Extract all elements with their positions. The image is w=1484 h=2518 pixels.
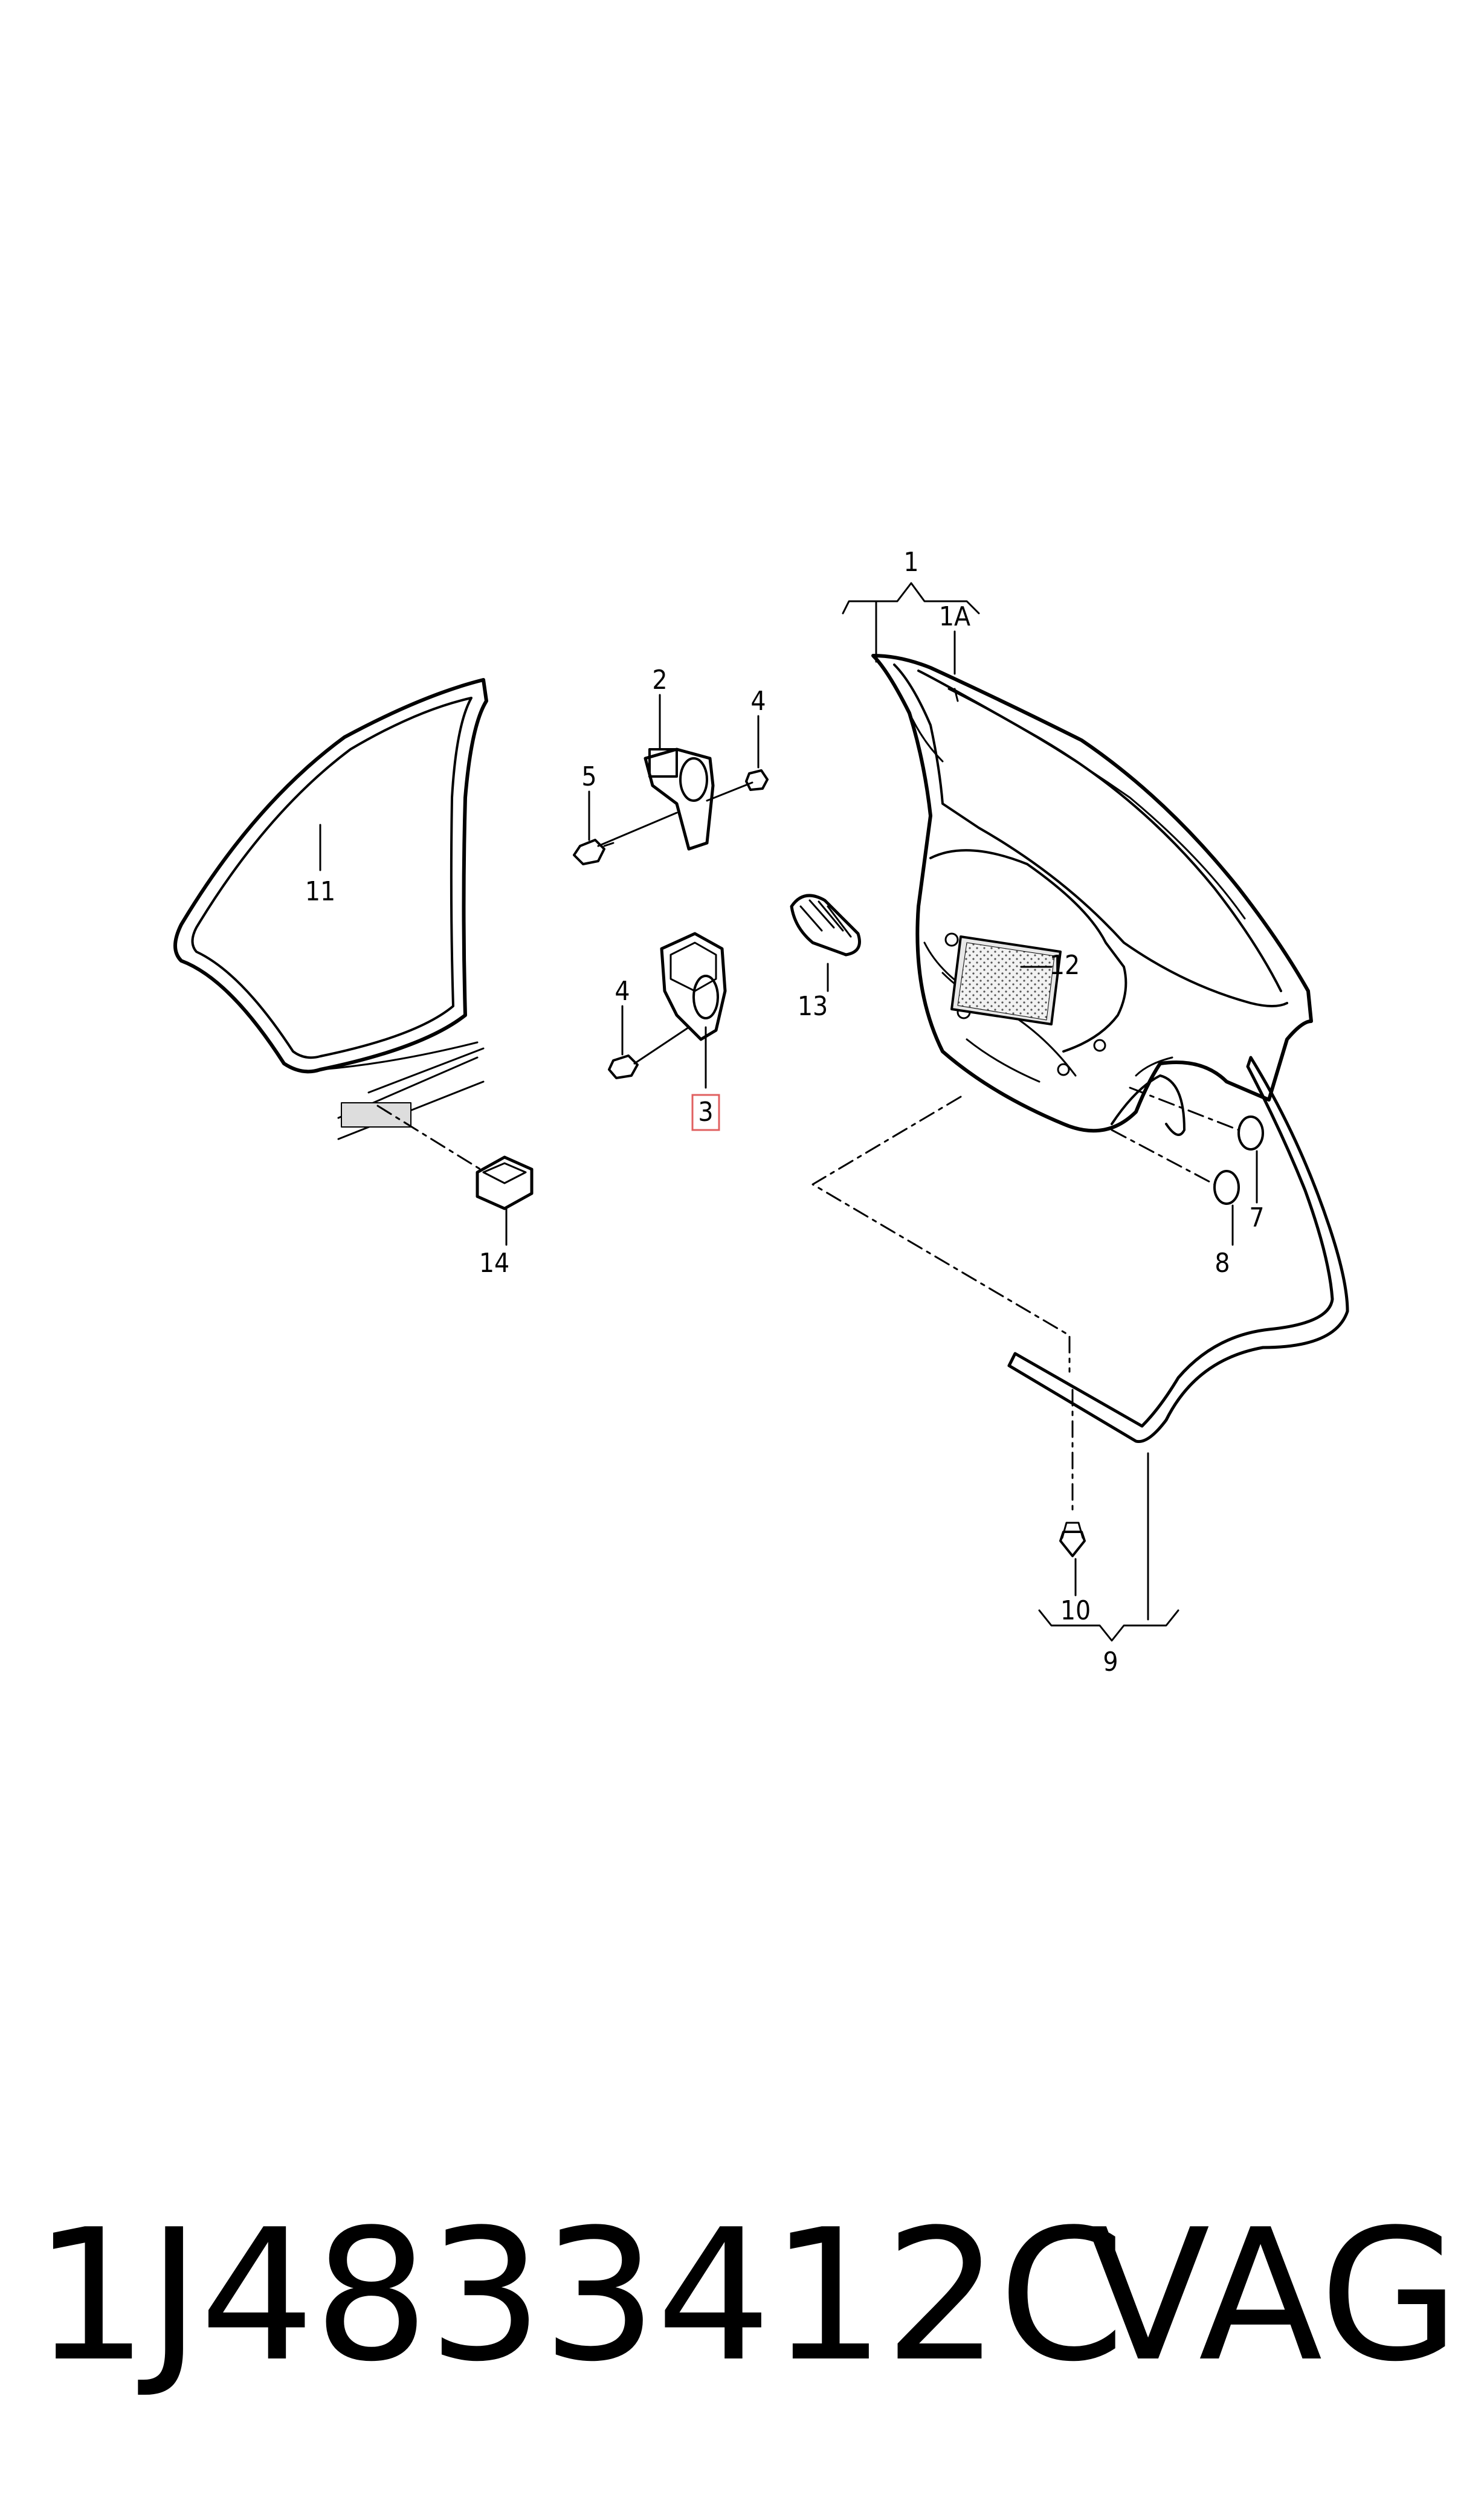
callout-7[interactable]: 7 bbox=[1249, 1203, 1264, 1233]
window-seal-part-11 bbox=[173, 678, 488, 1140]
cap-part-8 bbox=[1111, 1129, 1240, 1205]
callout-5[interactable]: 5 bbox=[581, 761, 596, 792]
brand-name: VAG bbox=[1086, 2190, 1460, 2401]
part-number: 1J4833412C bbox=[33, 2190, 1125, 2401]
cap-part-7 bbox=[1129, 1086, 1264, 1151]
door-seal-part-9 bbox=[1007, 1056, 1349, 1444]
callout-4-lower[interactable]: 4 bbox=[615, 976, 630, 1007]
assembly-lines bbox=[811, 1096, 1074, 1512]
door-shell-part-1 bbox=[871, 654, 1313, 1136]
callout-4-upper[interactable]: 4 bbox=[750, 686, 766, 717]
bolt-part-5 bbox=[573, 839, 615, 865]
callout-11[interactable]: 11 bbox=[305, 876, 335, 907]
callout-13[interactable]: 13 bbox=[798, 991, 828, 1022]
bolt-part-4-upper bbox=[745, 769, 769, 791]
part-3-highlight-box bbox=[691, 1094, 720, 1131]
callout-1a[interactable]: 1A bbox=[939, 601, 970, 632]
bolt-part-4-lower bbox=[608, 1054, 639, 1079]
callout-10[interactable]: 10 bbox=[1060, 1595, 1091, 1626]
callout-3[interactable]: 3 bbox=[698, 1097, 713, 1128]
plug-part-14 bbox=[376, 1105, 534, 1210]
callout-2[interactable]: 2 bbox=[652, 665, 667, 696]
lower-hinge-part-3 bbox=[633, 932, 727, 1065]
leader-lines bbox=[319, 582, 1258, 1642]
grommet-part-13 bbox=[790, 894, 861, 957]
callout-12[interactable]: 12 bbox=[1050, 950, 1080, 981]
callout-8[interactable]: 8 bbox=[1215, 1248, 1230, 1279]
upper-hinge-part-2 bbox=[597, 747, 753, 851]
callout-14[interactable]: 14 bbox=[479, 1248, 509, 1279]
footer-caption: 1J4833412C VAG bbox=[0, 2206, 1484, 2387]
callout-1[interactable]: 1 bbox=[903, 547, 918, 578]
foil-part-12 bbox=[950, 935, 1062, 1025]
callout-9[interactable]: 9 bbox=[1103, 1647, 1118, 1677]
clip-part-10 bbox=[1059, 1522, 1086, 1557]
